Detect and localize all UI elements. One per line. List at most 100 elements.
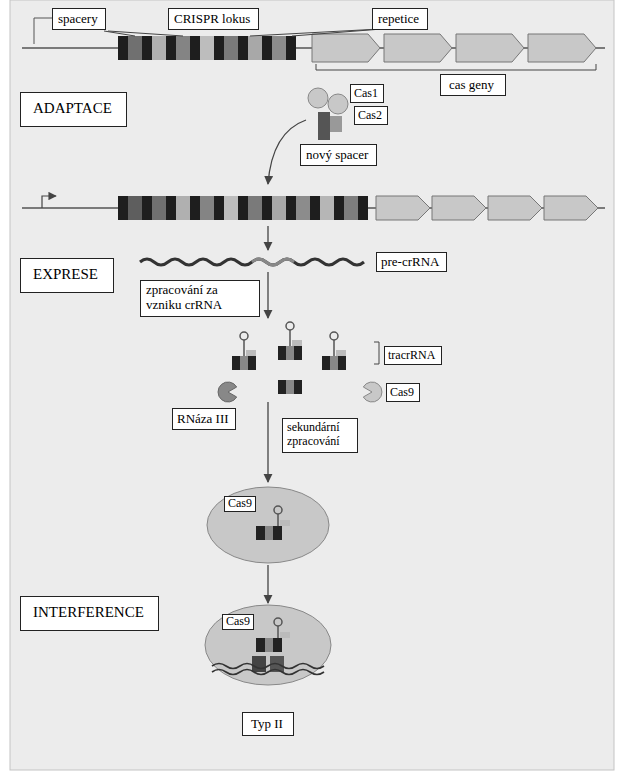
illustration-part bbox=[152, 36, 166, 60]
illustration-part bbox=[376, 196, 430, 220]
illustration-part bbox=[267, 272, 268, 318]
illustration-part bbox=[330, 356, 338, 370]
cas1-cas2-complex bbox=[268, 88, 348, 184]
illustration-part bbox=[265, 638, 273, 652]
illustration-part bbox=[384, 34, 452, 62]
illustration-part bbox=[248, 36, 262, 60]
illustration-part bbox=[316, 64, 596, 70]
illustration-part bbox=[250, 29, 380, 36]
illustration-part bbox=[166, 196, 176, 220]
illustration-part bbox=[312, 34, 380, 62]
node-label: EXPRESE bbox=[33, 266, 98, 283]
node-label: RNáza III bbox=[177, 412, 229, 427]
illustration-part bbox=[488, 196, 542, 220]
illustration-part bbox=[166, 36, 176, 60]
illustration-part bbox=[238, 196, 248, 220]
illustration-part bbox=[286, 380, 294, 394]
illustration-part bbox=[292, 29, 382, 36]
illustration-part bbox=[142, 196, 152, 220]
illustration-part bbox=[277, 514, 279, 526]
node-label: Cas9 bbox=[390, 386, 414, 400]
illustration-part bbox=[190, 36, 200, 60]
stage-box: ADAPTACE bbox=[20, 92, 127, 127]
part-label: CRISPR lokus bbox=[168, 8, 259, 30]
illustration-part bbox=[272, 196, 286, 220]
illustration-part bbox=[176, 196, 190, 220]
dna-row-1 bbox=[22, 18, 605, 70]
protein-label: Cas2 bbox=[354, 106, 388, 125]
illustration-part bbox=[333, 340, 335, 356]
illustration-part bbox=[286, 346, 294, 360]
process-label: sekundární zpracování bbox=[282, 418, 358, 453]
node-label: Typ II bbox=[251, 717, 283, 732]
illustration-part bbox=[320, 196, 334, 220]
illustration-part bbox=[142, 36, 152, 60]
illustration-part bbox=[286, 196, 296, 220]
illustration-part bbox=[246, 350, 256, 356]
illustration-part bbox=[118, 196, 128, 220]
guide-rna bbox=[256, 506, 290, 540]
illustration-part bbox=[322, 356, 346, 370]
node-label: Cas9 bbox=[222, 614, 254, 630]
illustration-part bbox=[128, 36, 142, 60]
illustration-part bbox=[278, 346, 302, 360]
illustration-part bbox=[232, 356, 256, 370]
illustration-part bbox=[280, 520, 290, 526]
node-label: repetice bbox=[378, 12, 419, 27]
flow-arrow bbox=[267, 565, 268, 603]
illustration-part bbox=[243, 340, 245, 356]
illustration-part bbox=[272, 36, 286, 60]
node-label: tracrRNA bbox=[388, 349, 435, 363]
illustration-part bbox=[278, 380, 302, 394]
node-label: Cas1 bbox=[354, 87, 378, 101]
illustration-part bbox=[277, 626, 279, 638]
illustration-part bbox=[128, 196, 142, 220]
illustration-part bbox=[212, 664, 324, 669]
illustration-part bbox=[330, 116, 342, 132]
crrna-tracrrna-units bbox=[218, 322, 382, 482]
protein-label: RNáza III bbox=[172, 408, 236, 430]
node-label: cas geny bbox=[449, 78, 494, 93]
illustration-part bbox=[212, 670, 324, 675]
illustration-part bbox=[286, 322, 294, 330]
illustration-part bbox=[140, 259, 364, 265]
illustration-part bbox=[336, 350, 346, 356]
part-label: pre-crRNA bbox=[376, 252, 447, 272]
illustration-part bbox=[248, 196, 262, 220]
illustration-part bbox=[544, 196, 598, 220]
node-label: INTERFERENCE bbox=[33, 604, 144, 621]
cas9-complex: Cas9 bbox=[206, 486, 330, 564]
pre-crrna bbox=[140, 259, 364, 318]
illustration-part bbox=[224, 196, 238, 220]
part-label: nový spacer bbox=[300, 144, 377, 166]
illustration-part bbox=[296, 196, 310, 220]
cas9-protein bbox=[205, 605, 331, 685]
illustration-part bbox=[224, 36, 238, 60]
illustration-part bbox=[240, 332, 248, 340]
illustration-part bbox=[334, 196, 344, 220]
part-label: cas geny bbox=[440, 74, 506, 96]
illustration-part bbox=[265, 526, 273, 540]
illustration-part bbox=[218, 382, 237, 402]
node-label: Cas9 bbox=[224, 496, 256, 512]
part-label: spacery bbox=[52, 8, 106, 30]
stage-box: EXPRESE bbox=[20, 258, 114, 293]
part-label: repetice bbox=[372, 8, 428, 30]
illustration-part bbox=[328, 94, 348, 114]
illustration-part bbox=[118, 196, 368, 220]
illustration-part bbox=[256, 638, 282, 652]
illustration-part bbox=[152, 196, 166, 220]
illustration-part bbox=[310, 196, 320, 220]
illustration-part bbox=[528, 34, 596, 62]
type-label: Typ II bbox=[242, 712, 294, 736]
illustration-part bbox=[200, 196, 214, 220]
illustration-part bbox=[118, 36, 128, 60]
cas9-complex: Cas9 bbox=[204, 604, 332, 686]
illustration-part bbox=[289, 330, 291, 346]
illustration-part bbox=[214, 36, 224, 60]
illustration-part bbox=[432, 196, 486, 220]
node-label: zpracování za vzniku crRNA bbox=[146, 283, 252, 313]
illustration-part bbox=[267, 226, 268, 250]
illustration-part bbox=[176, 36, 190, 60]
